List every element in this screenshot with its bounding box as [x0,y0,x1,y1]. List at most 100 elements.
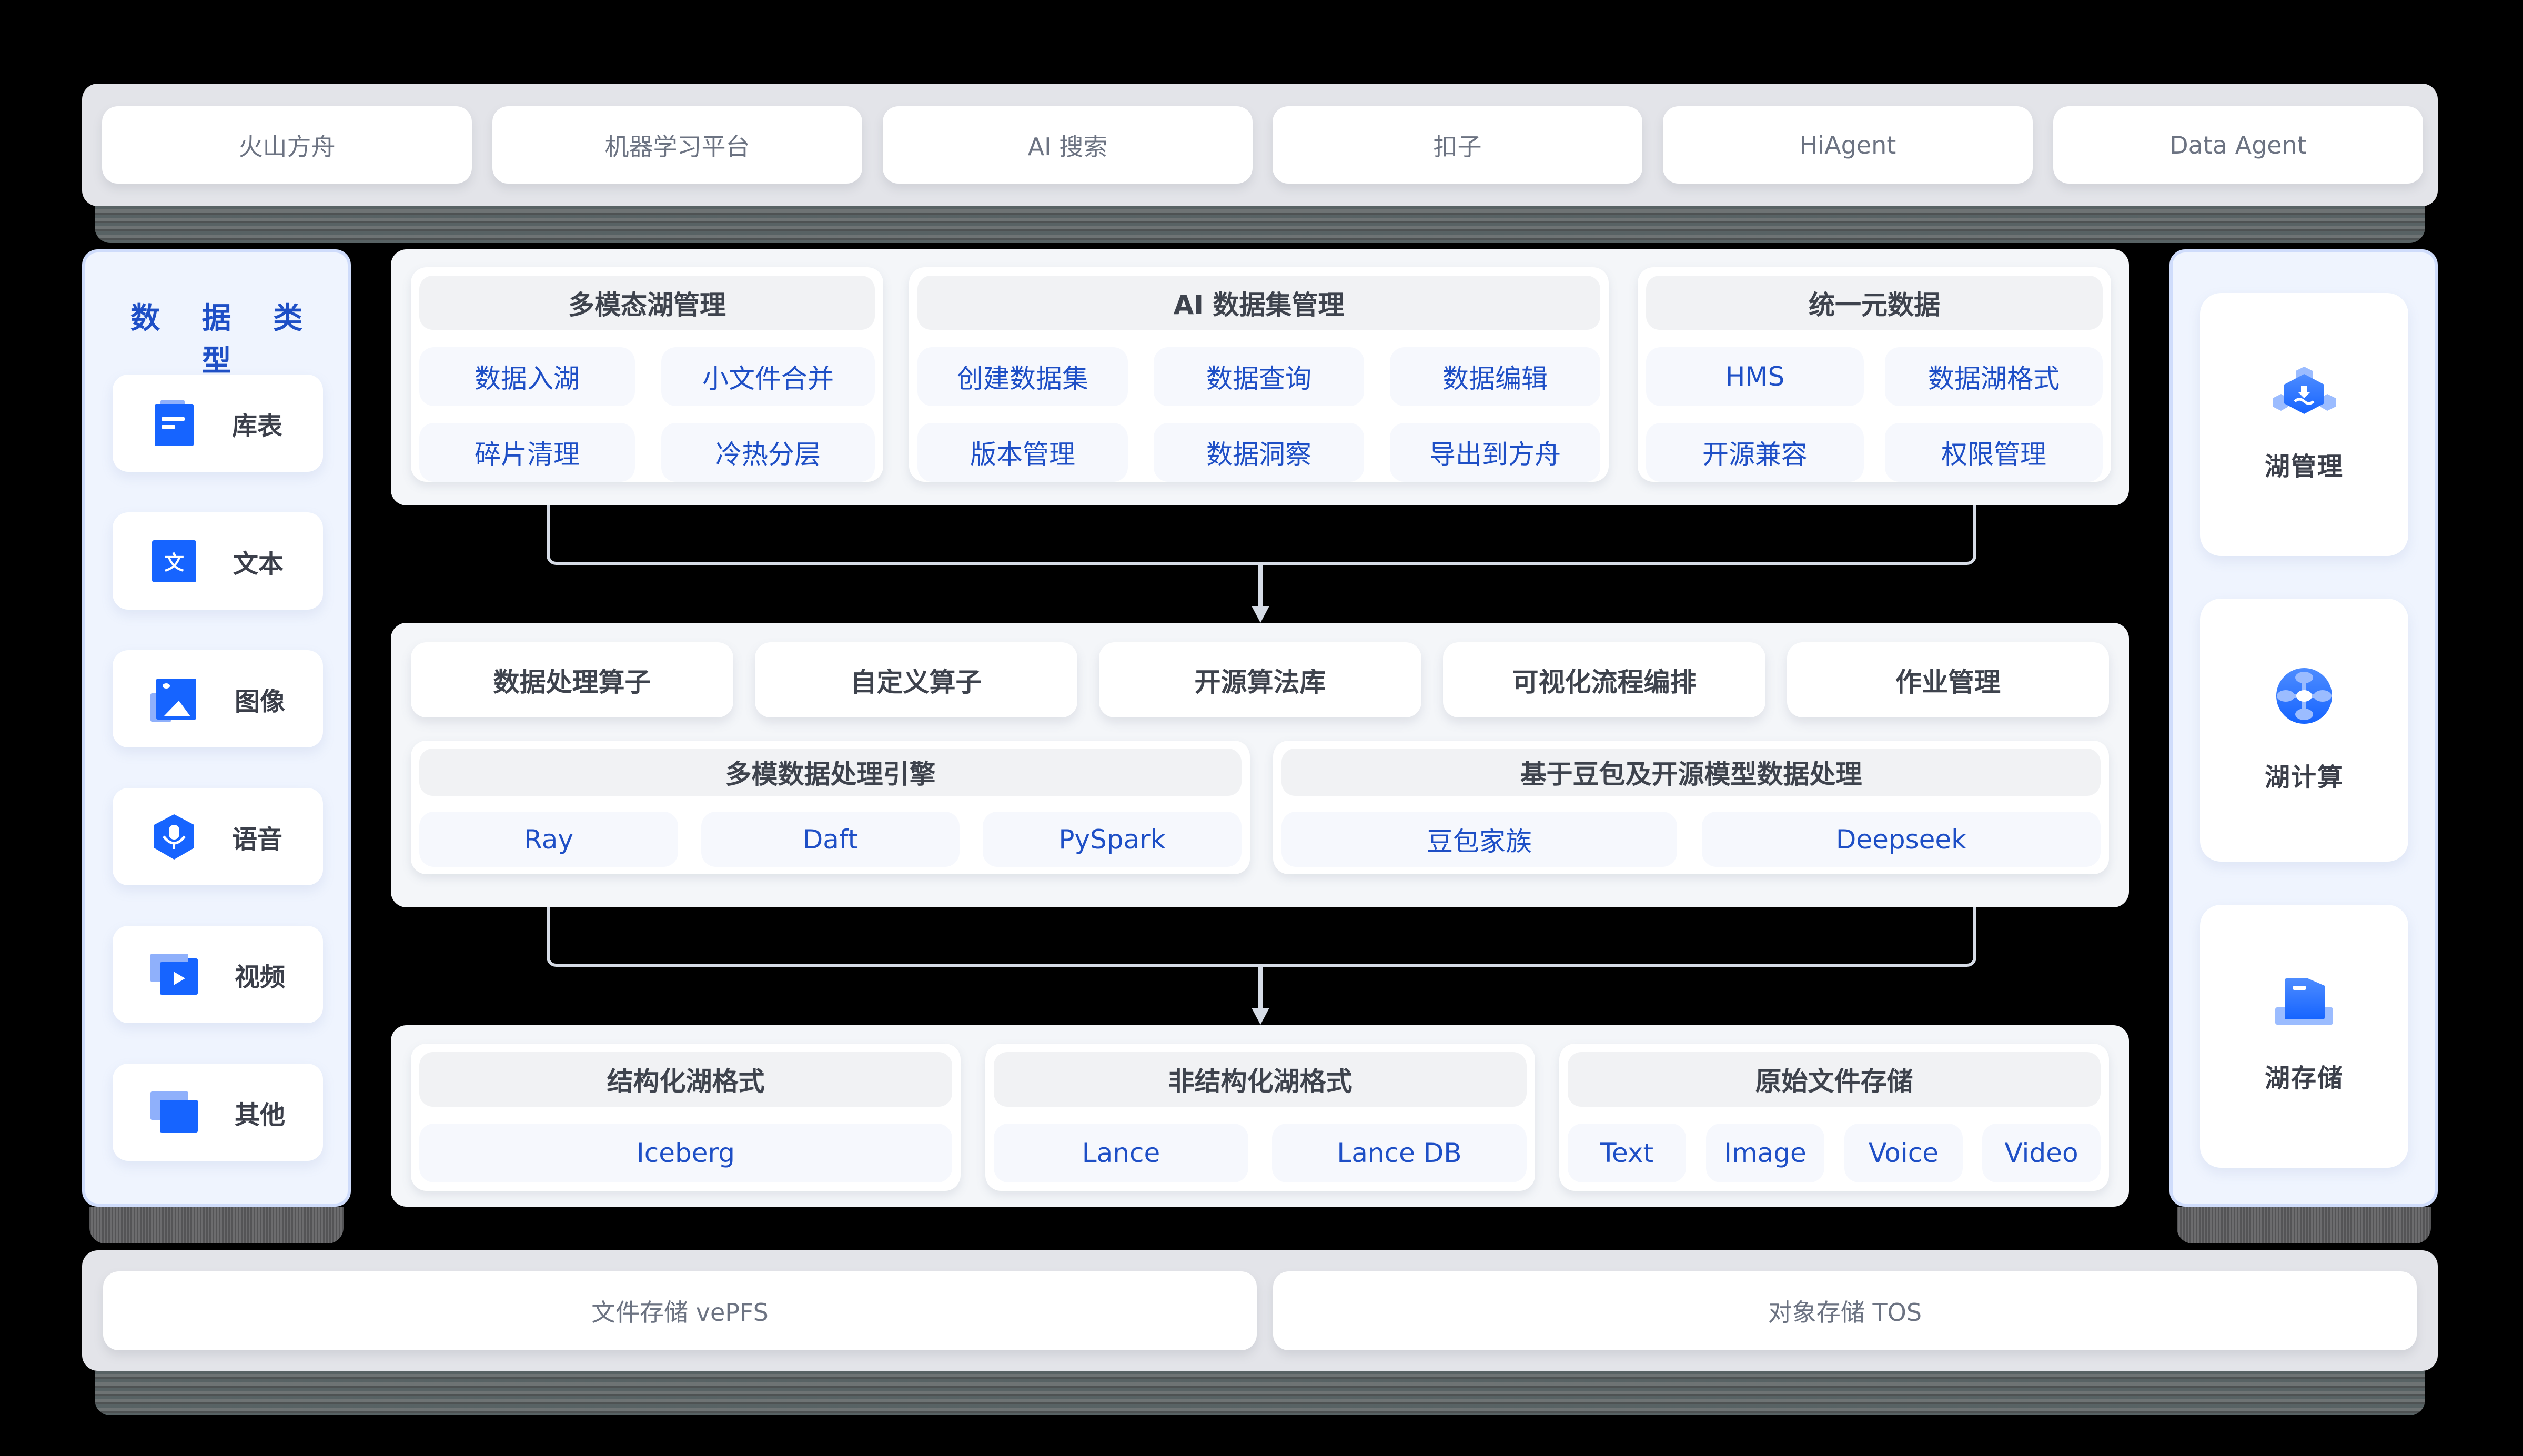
lake-storage-icon [2275,978,2333,1025]
arrow-down-icon [1252,606,1269,623]
tile-custom-operators[interactable]: 自定义算子 [755,642,1077,717]
app-label: 扣子 [1273,106,1642,184]
top-application-bar: 火山方舟 机器学习平台 AI 搜索 扣子 HiAgent Data Agent [82,84,2438,206]
group-structured-lake-format: 结构化湖格式 Iceberg [411,1044,961,1191]
data-type-image[interactable]: 图像 [113,650,323,747]
lake-management-card[interactable]: 湖管理 [2200,293,2408,556]
group-unified-metadata: 统一元数据 HMS 数据湖格式 开源兼容 权限管理 [1638,267,2111,482]
format-chip-lance-db[interactable]: Lance DB [1272,1124,1527,1182]
data-type-label: 库表 [231,411,282,441]
group-title: 统一元数据 [1646,276,2103,330]
feature-chip-small-file-merge[interactable]: 小文件合并 [661,347,875,406]
app-button-ai-search[interactable]: AI 搜索 [883,106,1253,184]
table-icon [154,399,194,446]
format-chip-video[interactable]: Video [1982,1124,2101,1182]
group-title: 非结构化湖格式 [994,1052,1527,1107]
storage-format-layer-panel: 结构化湖格式 Iceberg 非结构化湖格式 Lance Lance DB 原始… [391,1025,2129,1207]
feature-chip-hot-cold-tiering[interactable]: 冷热分层 [661,423,875,482]
data-type-voice[interactable]: 语音 [113,788,323,885]
left-sidebar-reflection [89,1207,344,1243]
storage-infrastructure-bar: 文件存储 vePFS 对象存储 TOS [82,1250,2438,1371]
data-type-label: 语音 [231,824,282,854]
feature-chip-hms[interactable]: HMS [1646,347,1864,406]
lake-storage-card[interactable]: 湖存储 [2200,905,2408,1168]
lake-card-label: 湖存储 [2264,1064,2344,1093]
other-icon [150,1091,198,1133]
format-chip-iceberg[interactable]: Iceberg [419,1124,952,1182]
data-type-other[interactable]: 其他 [113,1064,323,1161]
feature-chip-export-to-ark[interactable]: 导出到方舟 [1390,423,1600,482]
format-chip-voice[interactable]: Voice [1844,1124,1963,1182]
feature-chip-version-management[interactable]: 版本管理 [917,423,1128,482]
data-type-label: 文本 [233,549,284,579]
data-type-text[interactable]: 文 文本 [113,512,323,610]
feature-chip-data-ingestion[interactable]: 数据入湖 [419,347,635,406]
feature-chip-lake-format[interactable]: 数据湖格式 [1885,347,2103,406]
group-ai-dataset-management: AI 数据集管理 创建数据集 数据查询 数据编辑 版本管理 数据洞察 导出到方舟 [909,267,1609,482]
group-multimodal-engine: 多模数据处理引擎 Ray Daft PySpark [411,741,1250,874]
arrow-down-icon [1252,1008,1269,1025]
lake-management-icon [2273,367,2336,414]
lake-capabilities-sidebar: 湖管理 湖计算 湖存储 [2169,249,2438,1207]
app-button-huoshan-fangzhou[interactable]: 火山方舟 [102,106,472,184]
group-unstructured-lake-format: 非结构化湖格式 Lance Lance DB [985,1044,1535,1191]
feature-chip-create-dataset[interactable]: 创建数据集 [917,347,1128,406]
feature-chip-fragment-cleanup[interactable]: 碎片清理 [419,423,635,482]
tile-data-operators[interactable]: 数据处理算子 [411,642,733,717]
top-bar-reflection [95,206,2425,243]
engine-chip-pyspark[interactable]: PySpark [983,812,1242,867]
top-bar-tray [82,84,2438,206]
feature-chip-data-edit[interactable]: 数据编辑 [1390,347,1600,406]
lake-card-label: 湖管理 [2264,452,2344,481]
storage-button-vepfs[interactable]: 文件存储 vePFS [103,1271,1257,1350]
lake-card-label: 湖计算 [2264,763,2344,792]
group-raw-file-storage: 原始文件存储 Text Image Voice Video [1559,1044,2109,1191]
storage-label: 对象存储 TOS [1273,1271,2417,1350]
app-label: HiAgent [1663,106,2033,184]
connector-bracket [547,907,1976,967]
app-button-kouzi[interactable]: 扣子 [1273,106,1642,184]
data-type-video[interactable]: 视频 [113,926,323,1023]
app-label: 火山方舟 [102,106,472,184]
connector-line [1258,967,1263,1009]
image-icon [150,678,196,722]
processing-layer-panel: 数据处理算子 自定义算子 开源算法库 可视化流程编排 作业管理 多模数据处理引擎… [391,623,2129,907]
group-title: AI 数据集管理 [917,276,1600,330]
connector-bracket [547,505,1976,565]
engine-chip-daft[interactable]: Daft [701,812,960,867]
model-chip-deepseek[interactable]: Deepseek [1702,812,2101,867]
format-chip-image[interactable]: Image [1706,1124,1824,1182]
data-type-label: 其他 [234,1100,285,1130]
lake-compute-icon [2276,668,2332,724]
feature-chip-data-query[interactable]: 数据查询 [1154,347,1364,406]
format-chip-lance[interactable]: Lance [994,1124,1248,1182]
model-chip-doubao[interactable]: 豆包家族 [1281,812,1677,867]
bottom-bar-reflection [95,1371,2425,1415]
lake-compute-card[interactable]: 湖计算 [2200,599,2408,862]
group-title: 基于豆包及开源模型数据处理 [1281,749,2101,796]
app-button-data-agent[interactable]: Data Agent [2053,106,2423,184]
tile-open-source-algorithms[interactable]: 开源算法库 [1099,642,1421,717]
tile-visual-workflow[interactable]: 可视化流程编排 [1443,642,1765,717]
format-chip-text[interactable]: Text [1568,1124,1686,1182]
text-icon: 文 [152,540,196,582]
group-title: 多模数据处理引擎 [419,749,1242,796]
sidebar-title: 数 据 类 型 [130,301,318,378]
feature-chip-permission-management[interactable]: 权限管理 [1885,423,2103,482]
right-sidebar-reflection [2177,1207,2431,1243]
tile-job-management[interactable]: 作业管理 [1787,642,2109,717]
group-title: 结构化湖格式 [419,1052,952,1107]
data-types-sidebar: 数 据 类 型 库表 文 文本 图像 语音 [82,249,351,1207]
app-button-hiagent[interactable]: HiAgent [1663,106,2033,184]
data-type-table[interactable]: 库表 [113,375,323,472]
storage-label: 文件存储 vePFS [103,1271,1257,1350]
group-title: 原始文件存储 [1568,1052,2101,1107]
engine-chip-ray[interactable]: Ray [419,812,678,867]
storage-button-tos[interactable]: 对象存储 TOS [1273,1271,2417,1350]
group-title: 多模态湖管理 [419,276,875,330]
feature-chip-open-source-compat[interactable]: 开源兼容 [1646,423,1864,482]
app-button-ml-platform[interactable]: 机器学习平台 [492,106,862,184]
group-multimodal-lake-management: 多模态湖管理 数据入湖 小文件合并 碎片清理 冷热分层 [411,267,883,482]
app-label: 机器学习平台 [492,106,862,184]
feature-chip-data-insight[interactable]: 数据洞察 [1154,423,1364,482]
